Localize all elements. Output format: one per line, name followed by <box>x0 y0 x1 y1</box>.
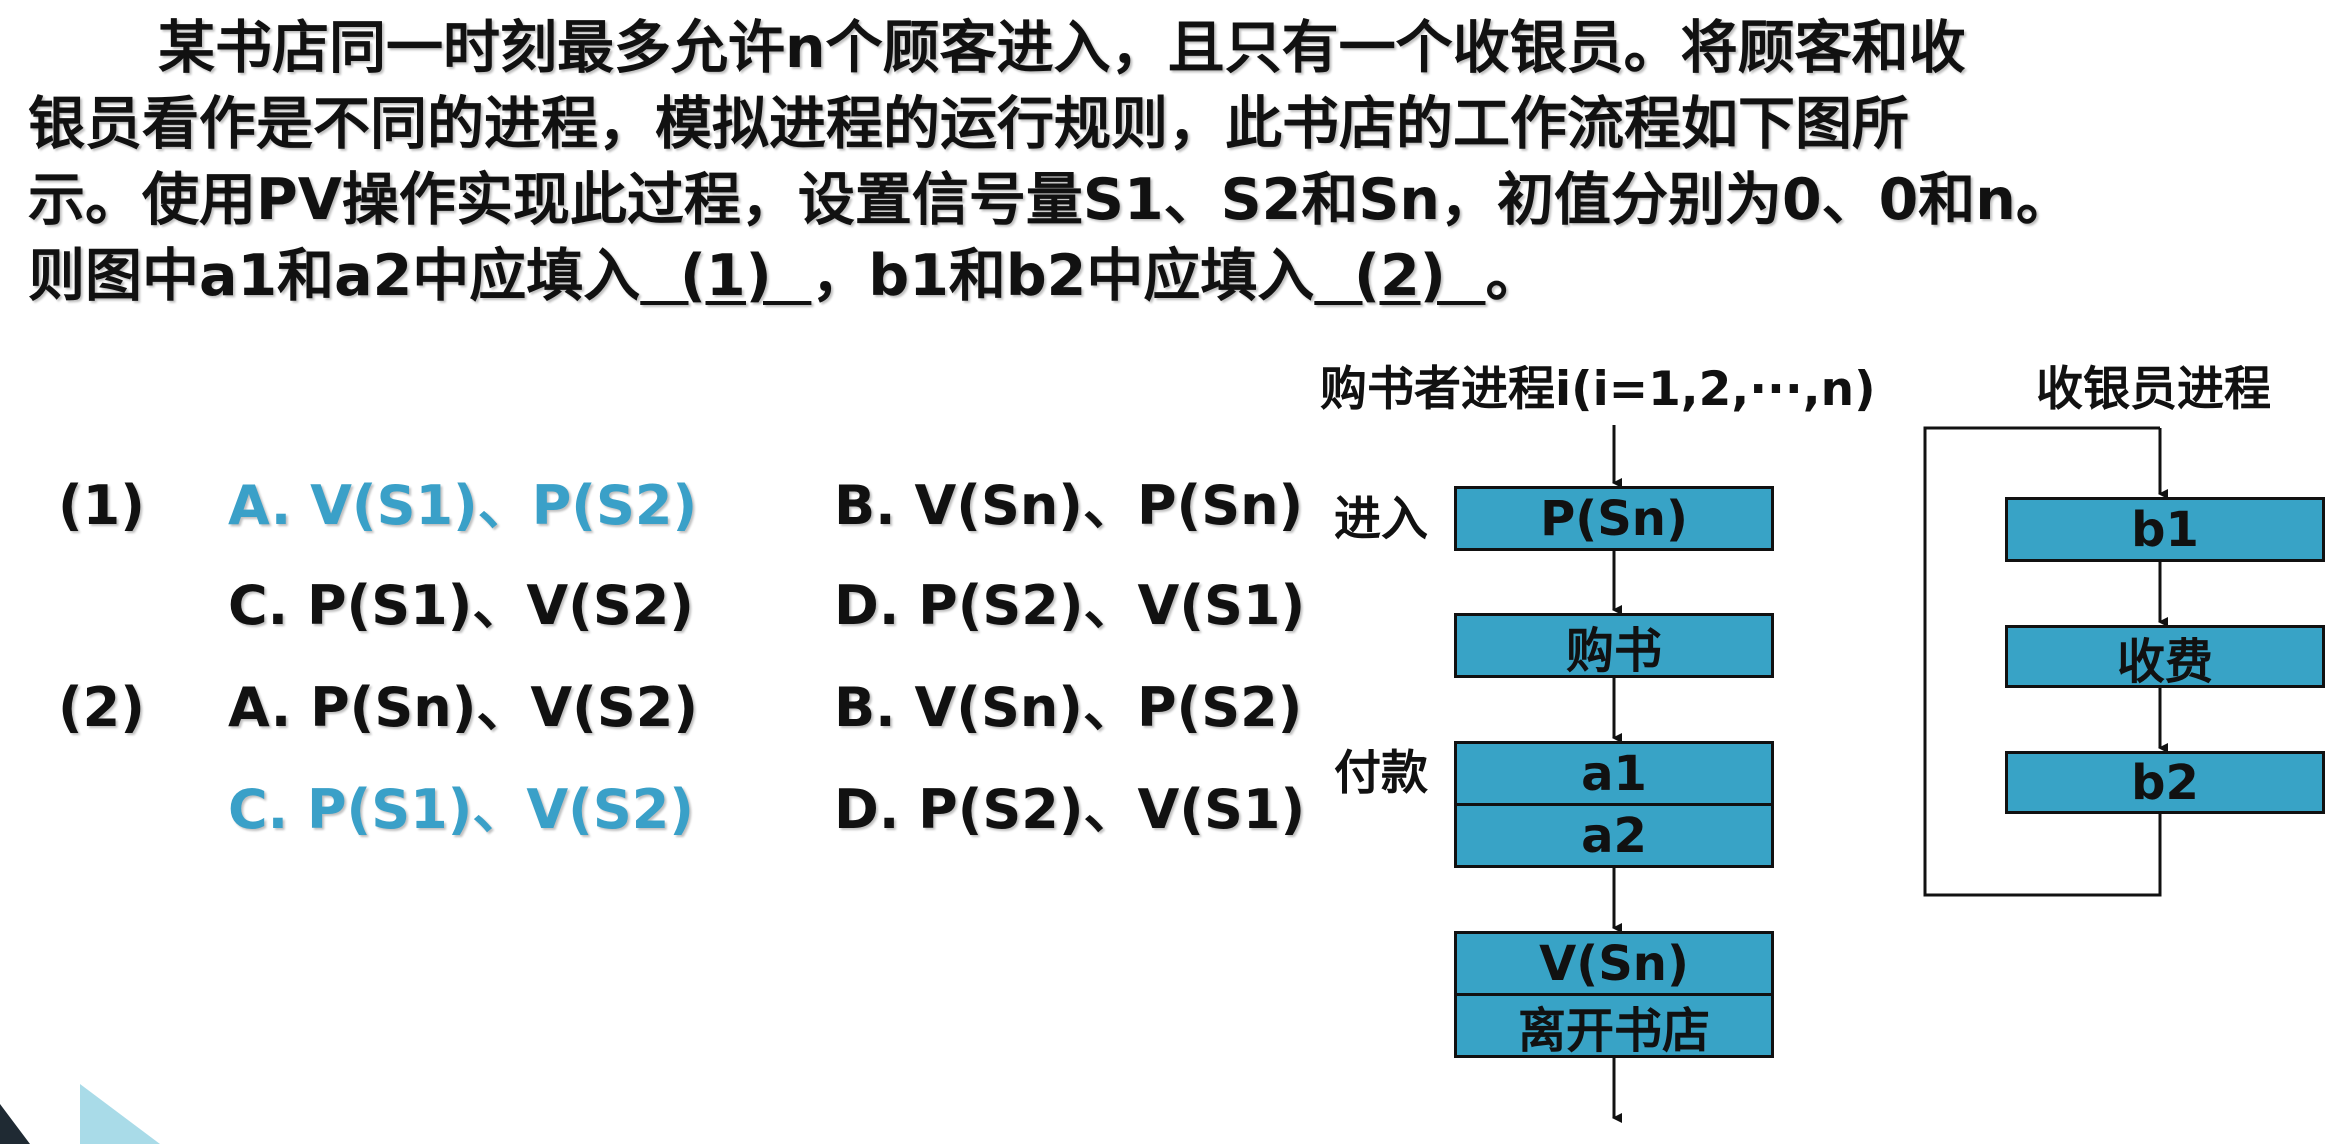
question-line-3: 示。使用PV操作实现此过程，设置信号量S1、S2和Sn，初值分别为0、0和n。 <box>28 167 2073 233</box>
q2-option-b[interactable]: B. V(Sn)、P(S2) <box>834 676 1303 739</box>
enter-label: 进入 <box>1334 492 1428 547</box>
q1-label: (1) <box>58 474 145 537</box>
box-psn: P(Sn) <box>1454 486 1774 551</box>
box-b2: b2 <box>2005 751 2325 814</box>
box-b1: b1 <box>2005 497 2325 562</box>
box-vsn: V(Sn) <box>1454 931 1774 996</box>
q1-option-b[interactable]: B. V(Sn)、P(Sn) <box>834 474 1304 537</box>
q2-option-a[interactable]: A. P(Sn)、V(S2) <box>228 676 698 739</box>
box-charge: 收费 <box>2005 625 2325 690</box>
q1-option-a[interactable]: A. V(S1)、P(S2) <box>228 474 698 537</box>
q1-option-c[interactable]: C. P(S1)、V(S2) <box>228 574 694 637</box>
blank-1: (1) <box>640 243 812 309</box>
cashier-loop-line <box>1923 426 2162 897</box>
blank-2: (2) <box>1314 243 1486 309</box>
box-buy-book: 购书 <box>1454 613 1774 679</box>
question-line-1: 某书店同一时刻最多允许n个顾客进入，且只有一个收银员。将顾客和收 <box>158 15 1966 81</box>
q2-option-d[interactable]: D. P(S2)、V(S1) <box>834 778 1306 841</box>
q2-label: (2) <box>58 676 145 739</box>
pay-label: 付款 <box>1334 746 1428 801</box>
q1-option-d[interactable]: D. P(S2)、V(S1) <box>834 574 1306 637</box>
buyer-process-title: 购书者进程i(i=1,2,···,n) <box>1320 362 1876 417</box>
box-a1: a1 <box>1454 741 1774 806</box>
box-leave-store: 离开书店 <box>1454 993 1774 1059</box>
question-text: 某书店同一时刻最多允许n个顾客进入，且只有一个收银员。将顾客和收 银员看作是不同… <box>28 10 2328 314</box>
cashier-process-title: 收银员进程 <box>2036 362 2271 417</box>
question-line-4: 则图中a1和a2中应填入 (1) ，b1和b2中应填入 (2) 。 <box>28 243 1543 309</box>
box-a2: a2 <box>1454 803 1774 868</box>
question-line-2: 银员看作是不同的进程，模拟进程的运行规则，此书店的工作流程如下图所 <box>28 91 1909 157</box>
corner-decoration <box>0 1084 160 1144</box>
q2-option-c[interactable]: C. P(S1)、V(S2) <box>228 778 694 841</box>
